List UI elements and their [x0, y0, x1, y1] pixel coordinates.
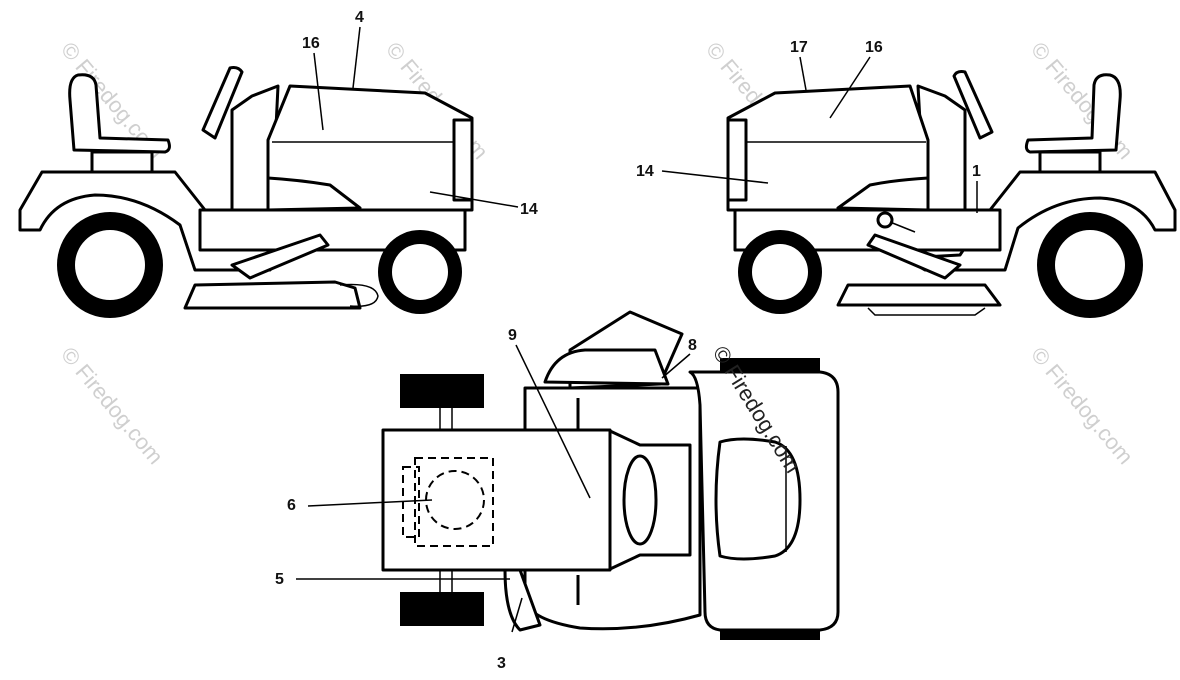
seat-back: [1024, 73, 1122, 154]
mower-deck: [183, 280, 362, 310]
leader-14-left: [429, 191, 519, 208]
seat-back: [68, 73, 171, 154]
leader-4: [352, 26, 361, 89]
callout-1: 1: [972, 163, 981, 180]
front-grille: [726, 118, 748, 202]
callout-9: 9: [508, 327, 517, 344]
callout-14-left: 14: [520, 201, 538, 218]
steering-column-top: [622, 454, 658, 546]
seat-outline: [414, 457, 494, 547]
leader-16-left: [313, 52, 324, 131]
front-grille: [452, 118, 474, 202]
lift-lever: [889, 221, 916, 233]
tractor-right-side-view: [726, 70, 1177, 318]
deck-skirt: [867, 307, 986, 316]
callout-16-right: 16: [865, 39, 883, 56]
rear-tire-bottom: [400, 592, 484, 626]
leader-6: [307, 499, 433, 507]
mower-deck: [836, 283, 1002, 307]
side-panel-contour: [836, 176, 930, 212]
callout-6: 6: [287, 497, 296, 514]
steering-wheel: [201, 66, 244, 140]
callout-8: 8: [688, 337, 697, 354]
watermark: © Firedog.com: [1026, 342, 1138, 469]
front-wheel-hub: [752, 244, 808, 300]
callouts-left: 4 16 14: [302, 9, 538, 218]
rear-wheel-hub: [1055, 230, 1125, 300]
leader-16-right: [829, 56, 871, 119]
leader-9: [515, 344, 591, 499]
fuel-cap-outline: [425, 470, 485, 530]
seat-base: [1038, 150, 1102, 174]
steering-wheel: [952, 70, 994, 140]
callout-14-right: 14: [636, 163, 654, 180]
callout-4: 4: [355, 9, 364, 26]
side-panel-contour: [266, 176, 362, 212]
leader-14-right: [661, 170, 769, 184]
leader-3: [511, 597, 523, 633]
seat-base: [90, 150, 154, 174]
lift-lever-knob: [876, 211, 894, 229]
leader-17: [799, 56, 807, 91]
hood: [726, 84, 930, 212]
deck-chute: [339, 283, 379, 308]
callout-5: 5: [275, 571, 284, 588]
front-tire-top: [720, 358, 820, 372]
watermark: © Firedog.com: [56, 342, 168, 469]
footboard: [230, 233, 330, 280]
callouts-right: 17 16 14 1: [636, 39, 981, 213]
footboard: [866, 233, 962, 280]
front-wheel-hub: [392, 244, 448, 300]
hood: [266, 84, 474, 212]
rear-wheel-hub: [75, 230, 145, 300]
tractor-left-side-view: [18, 66, 474, 318]
rear-tire-top: [400, 374, 484, 408]
callout-16-left: 16: [302, 35, 320, 52]
engine-cover: [714, 437, 802, 561]
callout-3: 3: [497, 655, 506, 672]
deck-front-bump: [503, 568, 542, 632]
chute-base: [543, 348, 670, 386]
callout-17: 17: [790, 39, 808, 56]
callouts-top-view: 9 8 6 5 3: [275, 327, 697, 672]
leader-8: [661, 353, 691, 379]
tractor-top-view: [381, 310, 840, 640]
